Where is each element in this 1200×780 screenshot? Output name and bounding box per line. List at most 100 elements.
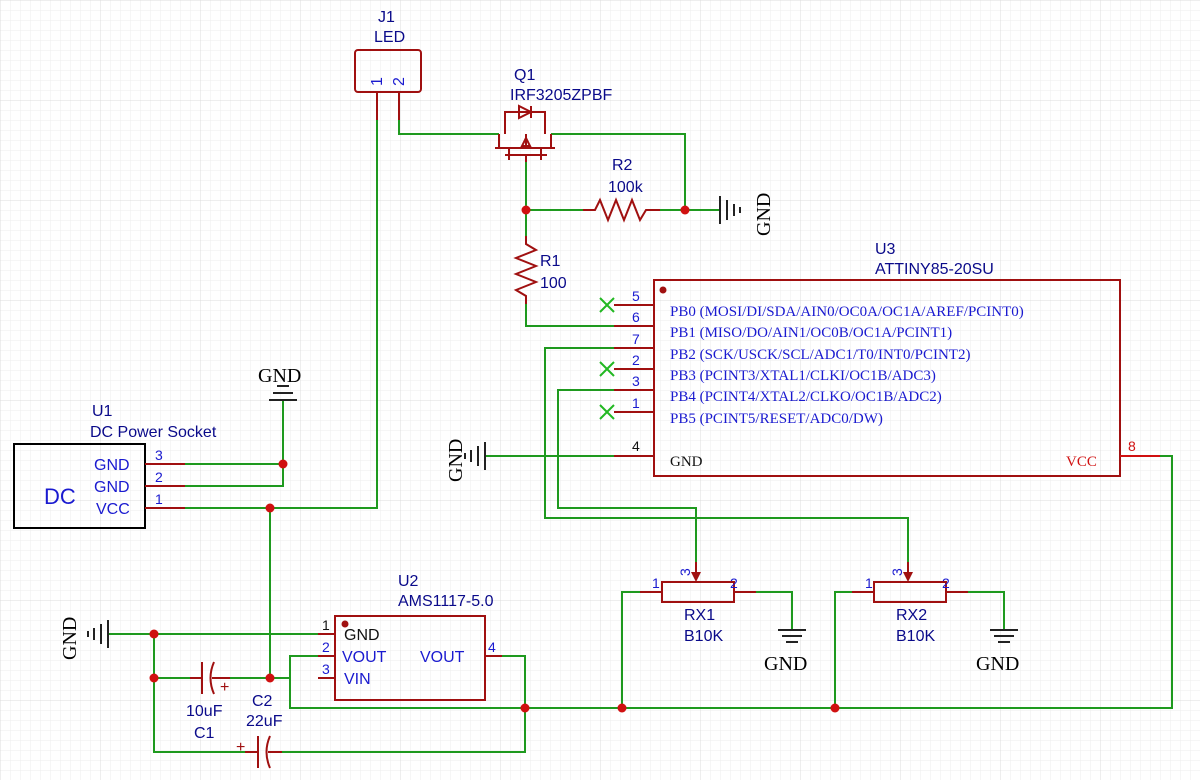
- u1-pin2-name: GND: [94, 479, 130, 496]
- u3-nc-pin1: [599, 404, 615, 420]
- rx1-ref: RX1: [684, 607, 715, 624]
- j1-led-connector[interactable]: J1 LED 1 2: [354, 9, 422, 120]
- gnd-symbol-rx2: GND: [976, 629, 1019, 675]
- u3-pin4-num: 4: [632, 438, 640, 454]
- wire-rx1-p1: [621, 591, 640, 708]
- rx2-potentiometer[interactable]: 1 2 3 RX2 B10K: [852, 562, 968, 645]
- junction: [830, 703, 840, 713]
- u1-pin1-name: VCC: [96, 501, 130, 518]
- u2-pin4-num: 4: [488, 639, 496, 655]
- c1-value: 10uF: [186, 703, 223, 720]
- junction: [521, 205, 531, 215]
- u2-gnd-label: GND: [344, 627, 380, 644]
- rx2-pin2: 2: [942, 575, 950, 591]
- wire-u1-gnd2: [185, 400, 284, 487]
- rx1-pin3: 3: [677, 568, 693, 576]
- u3-pb4-label: PB4 (PCINT4/XTAL2/CLKO/OC1B/ADC2): [670, 389, 942, 405]
- u3-pin5-num: 5: [632, 288, 640, 304]
- u2-ams1117[interactable]: U2 AMS1117-5.0 1 2 3 4 GND VOUT VIN VOUT: [318, 573, 502, 701]
- u2-ref: U2: [398, 573, 419, 590]
- rx2-ref: RX2: [896, 607, 927, 624]
- junction: [149, 673, 159, 683]
- u3-pin6-num: 6: [632, 309, 640, 325]
- wire-led-to-q1: [398, 120, 499, 135]
- junction: [520, 703, 530, 713]
- u2-pin1-dot: [341, 620, 349, 628]
- j1-ref: J1: [378, 9, 395, 26]
- u3-pb1-label: PB1 (MISO/DO/AIN1/OC0B/OC1A/PCINT1): [670, 325, 952, 341]
- u1-pin3-num: 3: [155, 447, 163, 463]
- gnd-label-u1: GND: [258, 365, 301, 387]
- u3-body: [653, 279, 1121, 477]
- u3-pin8-num: 8: [1128, 438, 1136, 454]
- u3-pin1-num: 1: [632, 395, 640, 411]
- wire-vin-net: [185, 120, 378, 509]
- rx2-wiper-arrow: [903, 572, 913, 582]
- rx1-pin2: 2: [730, 575, 738, 591]
- u1-pin1-num: 1: [155, 491, 163, 507]
- rx2-value: B10K: [896, 628, 935, 645]
- rx1-potentiometer[interactable]: 1 2 3 RX1 B10K: [640, 562, 756, 645]
- wire-pb4-rx1: [557, 389, 697, 562]
- gnd-symbol-u3: GND: [445, 439, 486, 482]
- u2-vout-label-left: VOUT: [342, 649, 387, 666]
- junction: [278, 459, 288, 469]
- u3-pb0-label: PB0 (MOSI/DI/SDA/AIN0/OC0A/OC1A/AREF/PCI…: [670, 304, 1024, 320]
- r2-ref: R2: [612, 157, 633, 174]
- gnd-symbol-u1: GND: [258, 365, 301, 401]
- gnd-symbol-r2: GND: [719, 193, 775, 236]
- u3-pb2-label: PB2 (SCK/USCK/SCL/ADC1/T0/INT0/PCINT2): [670, 347, 970, 363]
- u3-attiny85[interactable]: U3 ATTINY85-20SU 5 6 7 2 3 1 4 8 PB0 (MO…: [599, 241, 1160, 477]
- j1-body: [354, 49, 422, 93]
- j1-pin2-label: 2: [391, 77, 408, 86]
- junction: [680, 205, 690, 215]
- rx2-pin3: 3: [889, 568, 905, 576]
- u1-dc-socket[interactable]: U1 DC Power Socket DC GND GND VCC 3 2 1: [13, 403, 217, 529]
- u2-vin-label: VIN: [344, 671, 371, 688]
- c2-capacitor[interactable]: C2 22uF +: [236, 693, 283, 769]
- u1-pin2-num: 2: [155, 469, 163, 485]
- u2-vout-label-right: VOUT: [420, 649, 465, 666]
- r1-zigzag: [513, 236, 539, 304]
- u3-pin3-num: 3: [632, 373, 640, 389]
- junction: [265, 673, 275, 683]
- u3-nc-pin5: [599, 297, 615, 313]
- u3-gnd-label: GND: [670, 454, 703, 470]
- r2-resistor[interactable]: R2 100k: [583, 157, 685, 223]
- wire-pb2-rx2: [544, 347, 909, 562]
- wire-rx2-p1: [834, 591, 852, 708]
- gnd-label-r2: GND: [753, 193, 775, 236]
- rx1-value: B10K: [684, 628, 723, 645]
- q1-diode-symbol: [518, 104, 534, 120]
- c1-ref: C1: [194, 725, 215, 742]
- j1-pin1-label: 1: [369, 77, 386, 86]
- q1-value: IRF3205ZPBF: [510, 87, 612, 104]
- gnd-label-u2: GND: [59, 617, 81, 660]
- u3-pb5-label: PB5 (PCINT5/RESET/ADC0/DW): [670, 411, 883, 427]
- rx2-pin1: 1: [865, 575, 873, 591]
- q1-diode-frame: [504, 111, 546, 134]
- u3-pb3-label: PB3 (PCINT3/XTAL1/CLKI/OC1B/ADC3): [670, 368, 936, 384]
- junction: [149, 629, 159, 639]
- wire-q1-source: [551, 133, 686, 210]
- u3-pin2-num: 2: [632, 352, 640, 368]
- junction: [265, 503, 275, 513]
- rx1-pin1: 1: [652, 575, 660, 591]
- junction: [617, 703, 627, 713]
- gnd-symbol-rx1: GND: [764, 629, 807, 675]
- r1-resistor[interactable]: R1 100: [513, 236, 567, 304]
- wire-rx1-p2: [756, 591, 793, 630]
- u1-ref: U1: [92, 403, 113, 420]
- c2-ref: C2: [252, 693, 273, 710]
- c1-capacitor[interactable]: + 10uF C1: [186, 661, 230, 742]
- u3-value: ATTINY85-20SU: [875, 261, 994, 278]
- u2-value: AMS1117-5.0: [398, 593, 494, 610]
- wire-r1-pb1: [525, 304, 614, 327]
- gnd-label-rx1: GND: [764, 653, 807, 675]
- u3-vcc-label: VCC: [1066, 454, 1097, 470]
- q1-mosfet[interactable]: Q1 IRF3205ZPBF: [495, 67, 612, 162]
- r2-value: 100k: [608, 179, 644, 196]
- u3-nc-pin2: [599, 361, 615, 377]
- u3-ref: U3: [875, 241, 896, 258]
